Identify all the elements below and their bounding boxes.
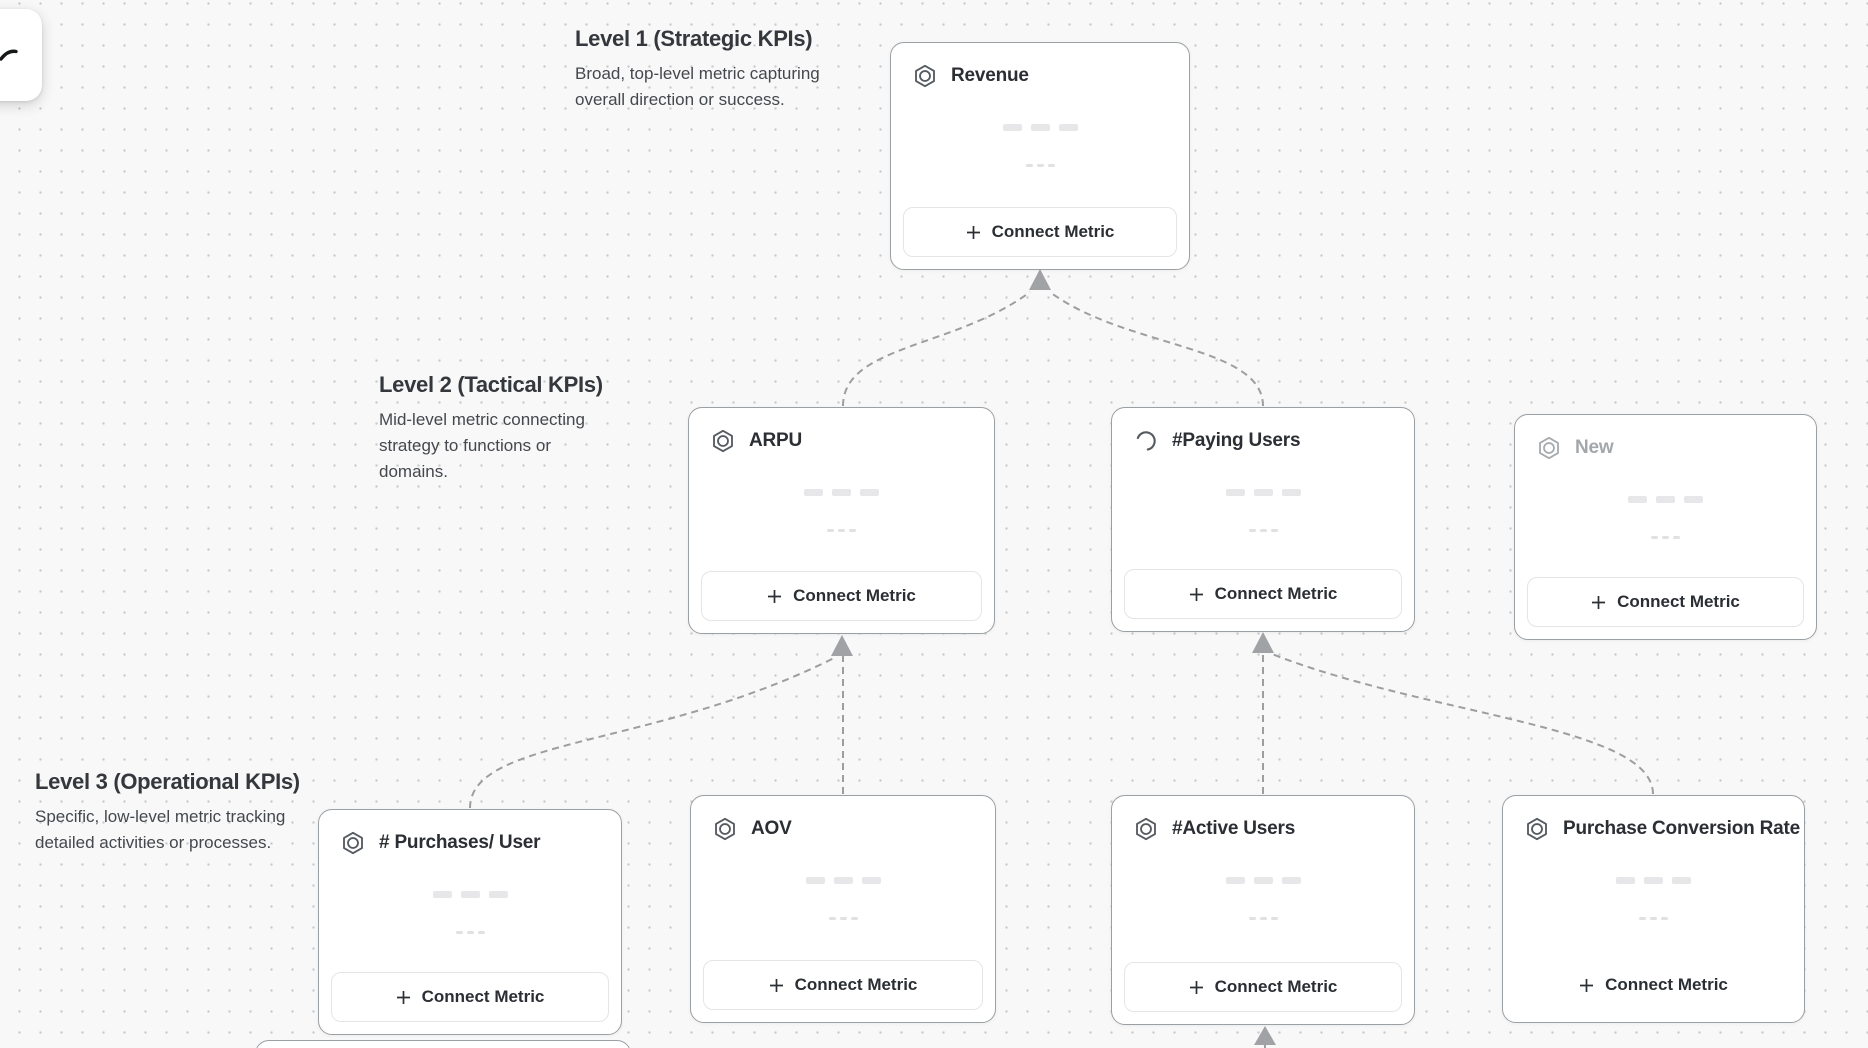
hexagon-icon <box>715 817 735 841</box>
edge-purchase-conversion-rate-to-paying-users[interactable] <box>1271 653 1654 795</box>
arrowhead-paying-users <box>1252 632 1274 653</box>
metric-card-aov[interactable]: AOV Connect Metric <box>690 795 996 1023</box>
edge-purchases-per-user-to-arpu[interactable] <box>469 657 835 809</box>
skeleton-bars <box>891 124 1189 131</box>
hexagon-icon <box>713 429 733 453</box>
card-title: ARPU <box>749 430 803 451</box>
plus-icon <box>769 978 783 992</box>
connect-metric-label: Connect Metric <box>1605 975 1728 994</box>
level-1-title: Level 1 (Strategic KPIs) <box>575 26 813 51</box>
metric-card-arpu[interactable]: ARPU Connect Metric <box>688 407 995 634</box>
card-header: #Paying Users <box>1112 408 1414 454</box>
card-title: # Purchases/ User <box>379 832 541 853</box>
edge-paying-users-to-revenue[interactable] <box>1049 291 1264 407</box>
skeleton-dashes <box>891 164 1189 167</box>
skeleton-bars <box>1503 877 1804 884</box>
hexagon-icon <box>343 831 363 855</box>
partial-card-bottom[interactable] <box>255 1040 631 1048</box>
level-1-label: Level 1 (Strategic KPIs) Broad, top-leve… <box>575 26 831 113</box>
connect-metric-button[interactable]: Connect Metric <box>703 960 983 1010</box>
metric-card-purchase-conversion-rate[interactable]: Purchase Conversion Rate Connect Metric <box>1502 795 1805 1023</box>
spinner-icon <box>1136 431 1156 451</box>
arrowhead-arpu <box>831 635 853 656</box>
skeleton-bars <box>1112 877 1414 884</box>
plus-icon <box>396 990 410 1004</box>
toolbar-fragment[interactable] <box>0 9 42 101</box>
connect-metric-button[interactable]: Connect Metric <box>701 571 982 621</box>
card-title: Revenue <box>951 65 1029 86</box>
connect-metric-button[interactable]: Connect Metric <box>331 972 609 1022</box>
metric-card-paying-users[interactable]: #Paying Users Connect Metric <box>1111 407 1415 632</box>
card-title: #Paying Users <box>1172 430 1301 451</box>
card-header: Revenue <box>891 43 1189 89</box>
card-title: #Active Users <box>1172 818 1296 839</box>
card-header: AOV <box>691 796 995 842</box>
metric-card-new[interactable]: New Connect Metric <box>1514 414 1817 640</box>
level-1-description: Broad, top-level metric capturing overal… <box>575 64 820 109</box>
skeleton-bars <box>689 489 994 496</box>
metric-card-active-users[interactable]: #Active Users Connect Metric <box>1111 795 1415 1025</box>
card-header: New <box>1515 415 1816 461</box>
edge-arpu-to-revenue[interactable] <box>842 291 1031 407</box>
skeleton-bars <box>691 877 995 884</box>
connect-metric-label: Connect Metric <box>421 987 545 1006</box>
hexagon-icon <box>915 64 935 88</box>
connect-metric-label: Connect Metric <box>794 975 918 994</box>
plus-icon <box>1580 978 1594 992</box>
skeleton-bars <box>1112 489 1414 496</box>
connect-metric-button[interactable]: Connect Metric <box>1527 577 1804 627</box>
connect-metric-label: Connect Metric <box>1214 584 1338 603</box>
connect-metric-button[interactable]: Connect Metric <box>1515 960 1792 1010</box>
arrowhead-revenue <box>1029 269 1051 290</box>
level-2-title: Level 2 (Tactical KPIs) <box>379 372 603 397</box>
card-title: AOV <box>751 818 792 839</box>
skeleton-dashes <box>1515 536 1816 539</box>
connect-metric-label: Connect Metric <box>793 586 916 605</box>
skeleton-dashes <box>1112 917 1414 920</box>
plus-icon <box>1189 980 1203 994</box>
metric-card-purchases-per-user[interactable]: # Purchases/ User Connect Metric <box>318 809 622 1035</box>
connect-metric-button[interactable]: Connect Metric <box>1124 962 1402 1012</box>
card-header: #Active Users <box>1112 796 1414 842</box>
plus-icon <box>1189 587 1203 601</box>
skeleton-dashes <box>319 931 621 934</box>
level-3-title: Level 3 (Operational KPIs) <box>35 769 300 794</box>
card-header: # Purchases/ User <box>319 810 621 856</box>
skeleton-dashes <box>1112 529 1414 532</box>
skeleton-bars <box>1515 496 1816 503</box>
plus-icon <box>966 225 980 239</box>
level-2-description: Mid-level metric connecting strategy to … <box>379 410 585 481</box>
hexagon-icon <box>1136 817 1156 841</box>
connect-metric-label: Connect Metric <box>1617 592 1740 611</box>
hexagon-icon <box>1527 817 1547 841</box>
connect-metric-button[interactable]: Connect Metric <box>1124 569 1402 619</box>
plus-icon <box>768 589 782 603</box>
card-header: Purchase Conversion Rate <box>1503 796 1804 842</box>
level-2-label: Level 2 (Tactical KPIs) Mid-level metric… <box>379 372 621 484</box>
skeleton-bars <box>319 891 621 898</box>
arrowhead-active-users <box>1254 1026 1276 1045</box>
level-3-label: Level 3 (Operational KPIs) Specific, low… <box>35 769 313 856</box>
card-header: ARPU <box>689 408 994 454</box>
cursor-stroke-icon <box>0 49 18 61</box>
plus-icon <box>1592 595 1606 609</box>
connect-metric-label: Connect Metric <box>1214 977 1338 996</box>
level-3-description: Specific, low-level metric tracking deta… <box>35 807 286 852</box>
connect-metric-button[interactable]: Connect Metric <box>903 207 1177 257</box>
skeleton-dashes <box>691 917 995 920</box>
card-title: Purchase Conversion Rate <box>1563 818 1801 839</box>
skeleton-dashes <box>1503 917 1804 920</box>
card-title: New <box>1575 437 1614 458</box>
metric-card-revenue[interactable]: Revenue Connect Metric <box>890 42 1190 270</box>
hexagon-icon <box>1539 436 1559 460</box>
connect-metric-label: Connect Metric <box>991 222 1115 241</box>
skeleton-dashes <box>689 529 994 532</box>
